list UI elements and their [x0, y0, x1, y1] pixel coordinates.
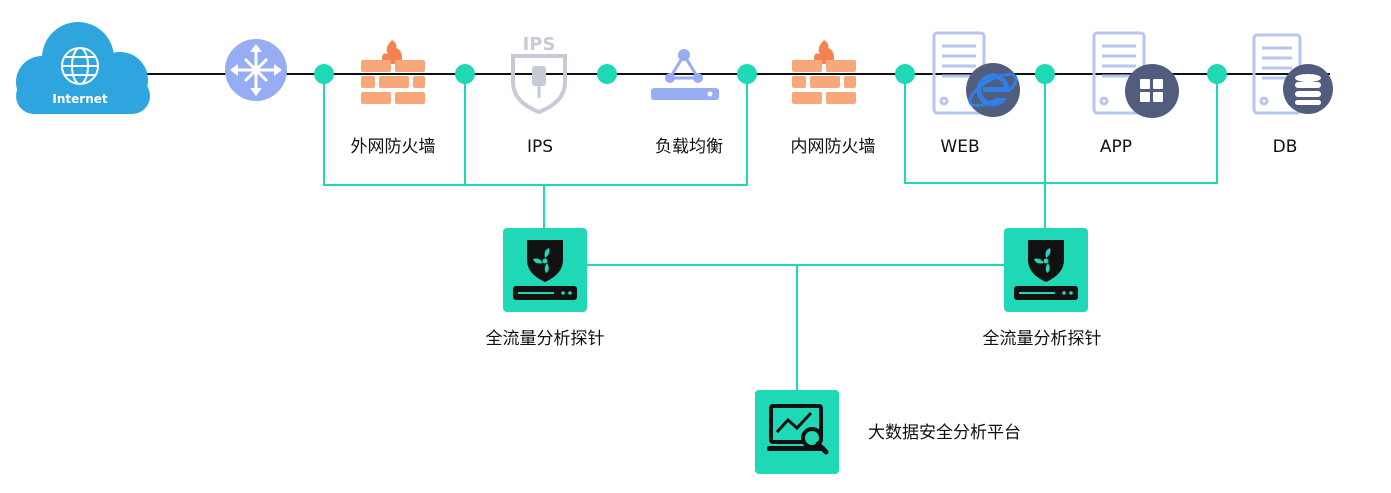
int-firewall-label: 内网防火墙	[791, 137, 876, 157]
web-server-node: WEB	[932, 31, 1020, 157]
load-balancer-node: 负载均衡	[651, 49, 723, 157]
db-server-node: DB	[1252, 33, 1333, 157]
probe-interconnect	[586, 264, 1004, 392]
globe-icon	[61, 47, 99, 85]
firewall-icon	[792, 40, 856, 104]
probe-right-label: 全流量分析探针	[983, 329, 1102, 349]
ips-node: IPS IPS	[511, 34, 567, 157]
probe-icon	[1004, 228, 1088, 312]
platform-node: 大数据安全分析平台	[755, 390, 1021, 474]
tap-lines-left	[323, 74, 748, 230]
ext-firewall-node: 外网防火墙	[351, 40, 436, 157]
ips-label: IPS	[527, 137, 553, 157]
tap-point	[1207, 64, 1227, 84]
tap-point	[314, 64, 334, 84]
router-icon	[225, 39, 287, 101]
analytics-monitor-icon	[755, 390, 839, 474]
ie-icon	[966, 63, 1020, 117]
probe-icon	[503, 228, 587, 312]
probe-left-node: 全流量分析探针	[486, 228, 605, 349]
tap-point	[737, 64, 757, 84]
probe-left-label: 全流量分析探针	[486, 329, 605, 349]
probe-right-node: 全流量分析探针	[983, 228, 1102, 349]
app-server-node: APP	[1092, 31, 1179, 157]
cloud-icon	[16, 22, 150, 114]
windows-icon	[1125, 64, 1179, 118]
internet-label: Internet	[52, 92, 107, 106]
tap-point	[455, 64, 475, 84]
load-balancer-icon	[651, 49, 719, 100]
firewall-icon	[361, 40, 425, 104]
tap-lines-right	[904, 74, 1218, 230]
platform-label: 大数据安全分析平台	[868, 423, 1021, 443]
database-icon	[1283, 64, 1333, 114]
web-label: WEB	[940, 137, 979, 157]
ext-firewall-label: 外网防火墙	[351, 137, 436, 157]
load-balancer-label: 负载均衡	[655, 137, 723, 157]
tap-points	[314, 64, 1227, 84]
ips-shield-icon: IPS	[511, 34, 567, 115]
int-firewall-node: 内网防火墙	[791, 40, 876, 157]
tap-point	[895, 64, 915, 84]
app-label: APP	[1100, 137, 1132, 157]
tap-point	[597, 64, 617, 84]
db-label: DB	[1273, 137, 1298, 157]
ips-badge-text: IPS	[523, 34, 556, 55]
tap-point	[1035, 64, 1055, 84]
internet-node: Internet	[16, 22, 150, 114]
